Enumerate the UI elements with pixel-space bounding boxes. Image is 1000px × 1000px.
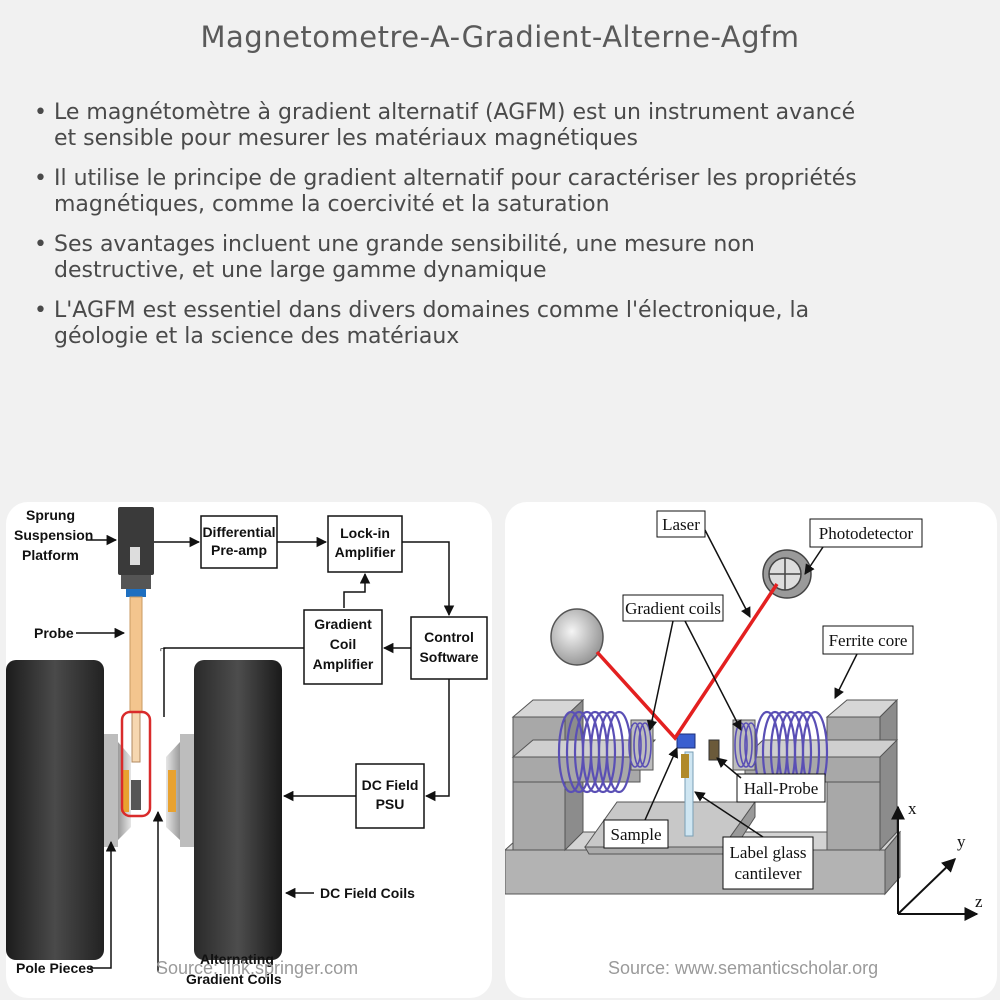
arrow-laser [704,529,751,618]
probe-sample [131,780,141,810]
axis-label-y: y [957,832,966,851]
block-grad-l1: Gradient [314,616,372,632]
sample-label-box [603,819,669,849]
label-platform: Platform [22,547,79,563]
left-source-caption: Source: link.springer.com [156,958,359,978]
glass-cantilever [684,751,694,837]
control-software-block [410,616,488,680]
platform-clamp [126,589,146,597]
inner-gradient-coils [628,719,758,771]
label-cantilever-l2: cantilever [734,864,801,883]
bullet-dot: • [34,298,47,323]
block-dc-l1: DC Field [362,777,419,793]
label-sample: Sample [611,825,662,844]
block-lock-l1: Lock-in [340,525,390,541]
photodetector-label-box [809,518,923,548]
axis-label-z: z [975,892,983,911]
platform-window [130,547,140,565]
arrow-gradient-coils-left [646,620,674,732]
gradient-coils-label-box [622,594,724,622]
probe-rod [131,711,141,763]
label-gradient-coils: Gradient coils [625,599,721,618]
bullet-text-line2: destructive, et une large gamme dynamiqu… [54,258,547,283]
label-sprung: Sprung [26,507,75,523]
bullet-text-line2: et sensible pour mesurer les matériaux m… [54,126,638,151]
bullet-item: • Ses avantages incluent une grande sensi… [28,232,978,284]
bullet-text-line1: L'AGFM est essentiel dans divers domaine… [54,298,810,323]
label-probe: Probe [34,625,74,641]
agfm-setup-illustration: Laser Photodetector Gradient coils Ferri… [505,502,997,998]
left-pole-base [104,734,118,847]
agfm-block-diagram: Sprung Suspension Platform Probe Differe… [6,502,492,998]
agfm-block-diagram-svg: Sprung Suspension Platform Probe Differe… [6,507,488,987]
arrow-hall-probe [716,757,742,779]
agfm-setup-svg: Laser Photodetector Gradient coils Ferri… [505,510,983,921]
label-hall-probe: Hall-Probe [744,779,819,798]
right-gradient-coil [168,770,176,812]
bullet-text-line2: géologie et la science des matériaux [54,324,460,349]
hall-probe [708,739,720,761]
bullet-item: • L'AGFM est essentiel dans divers domain… [28,298,978,350]
bullet-text-line1: Ses avantages incluent une grande sensib… [54,232,755,257]
bullet-dot: • [34,100,47,125]
block-dc-l2: PSU [376,796,405,812]
page-title: Magnetometre-A-Gradient-Alterne-Agfm [200,20,800,54]
sample-piece [676,733,696,749]
gradient-coil-amplifier-block [303,609,383,685]
hall-probe-label-box [736,773,826,803]
sample-holder [681,754,689,778]
cantilever-label-box [722,836,814,890]
junction-mark: ⌐ [160,644,166,655]
bullet-item: • Il utilise le principe de gradient alte… [28,166,978,218]
bullet-text-line2: magnétiques, comme la coercivité et la s… [54,192,610,217]
label-suspension: Suspension [14,527,93,543]
probe-tube [129,596,143,713]
mirror-disk [550,608,604,666]
arrow-gradient-coils-right [684,620,742,731]
left-gradient-coil [121,770,129,812]
label-laser: Laser [662,515,700,534]
bullet-text-line1: Le magnétomètre à gradient alternatif (A… [54,100,856,125]
bullet-dot: • [34,166,47,191]
ferrite-label-box [822,625,914,655]
label-gradient-coils: Gradient Coils [186,971,282,987]
arrow-cantilever [694,791,764,838]
bullet-text-line1: Il utilise le principe de gradient alter… [54,166,857,191]
axis-label-x: x [908,799,917,818]
block-lock-l2: Amplifier [335,544,396,560]
right-magnet [194,660,282,960]
bullet-item: • Le magnétomètre à gradient alternatif (… [28,100,978,152]
left-magnet [6,660,104,960]
suspension-platform [118,507,154,575]
block-grad-l3: Amplifier [313,656,374,672]
block-grad-l2: Coil [330,636,356,652]
arrow-pole-pieces [90,840,117,969]
block-ctrl-l1: Control [424,629,474,645]
signal-connectors [154,536,455,802]
label-alternating: Alternating [200,951,274,967]
arrow-ferrite-core [834,653,858,699]
platform-base [121,575,151,589]
laser-beam [595,583,779,741]
lockin-amplifier-block [327,515,403,573]
bullet-dot: • [34,232,47,257]
label-cantilever-l1: Label glass [730,843,807,862]
arrow-sample [644,747,678,821]
block-diff-l1: Differential [202,524,275,540]
block-diff-l2: Pre-amp [211,542,267,558]
label-photodetector: Photodetector [819,524,914,543]
probe-highlight [120,710,152,818]
label-pole-pieces: Pole Pieces [16,960,94,976]
right-source-caption: Source: www.semanticscholar.org [608,958,879,978]
bullet-list: • Le magnétomètre à gradient alternatif (… [28,100,978,364]
label-dc-field-coils: DC Field Coils [320,885,415,901]
right-pole-base [180,734,194,847]
differential-preamp-block [200,515,278,569]
axes-indicator: x y z [891,799,983,921]
label-ferrite-core: Ferrite core [829,631,908,650]
arrow-photodetector [804,546,824,575]
laser-label-box [656,510,706,538]
photodetector-device [762,549,812,599]
block-ctrl-l2: Software [419,649,478,665]
